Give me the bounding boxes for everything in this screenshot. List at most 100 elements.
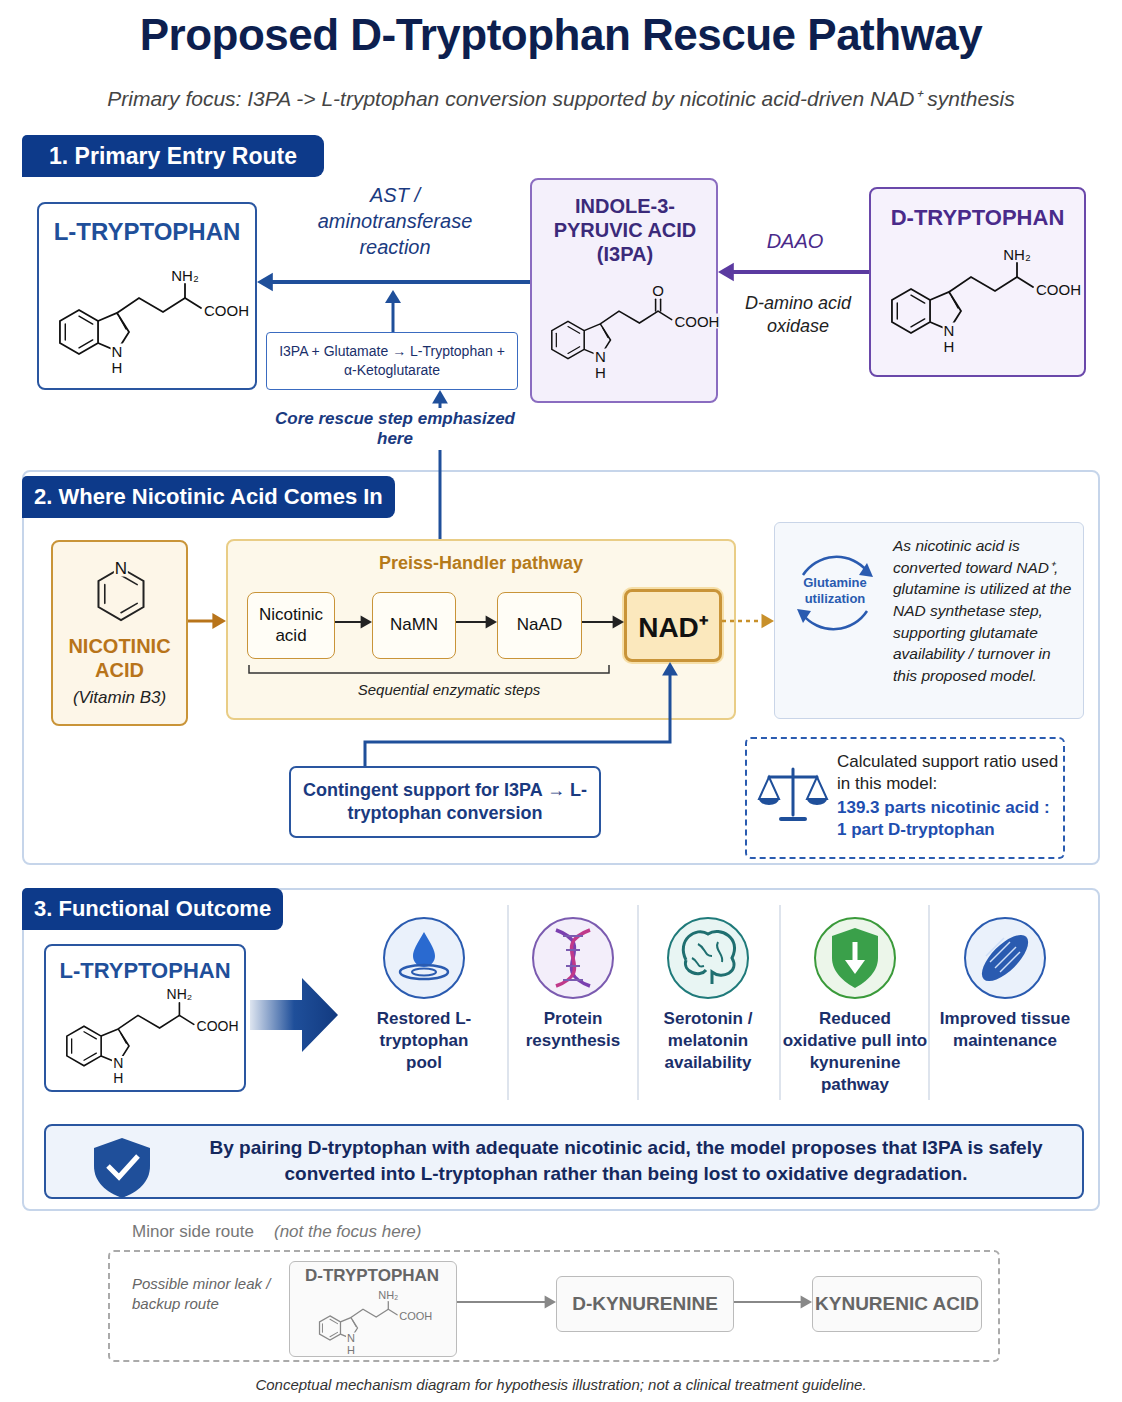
decor-path [556,930,590,986]
node-box: Glutamine utilizationAs nicotinic acid i… [774,522,1084,719]
bond-line [84,1053,96,1060]
node-box: Calculated support ratio used in this mo… [745,737,1065,859]
diagram-title: Proposed D-Tryptophan Rescue Pathway [0,10,1122,60]
decor-polygon [845,960,865,974]
node-text: (Vitamin B3) [53,688,186,708]
bond-line [71,1039,72,1053]
check-mark [108,1156,138,1177]
node-box: Nicotinic acid [247,592,335,659]
connector-label: DAAO [745,230,845,253]
node-box: KYNURENIC ACID [812,1276,982,1332]
connector-line [365,673,670,766]
node-box: NaAD [497,592,582,659]
node-text: Calculated support ratio used in this mo… [837,751,1061,795]
node-text: NAD⁺ [638,607,708,645]
structure-label: H [594,365,607,380]
node-text: 139.3 parts nicotinic acid : 1 part D-tr… [837,797,1063,841]
cycle-arc [803,611,867,629]
bond-line [655,299,657,311]
decor-g [986,938,1020,972]
arrow-head [545,1295,556,1308]
note-label: Improved tissue maintenance [935,1008,1075,1052]
decor-line [507,905,509,1100]
bond-line [330,1332,338,1336]
ring-outline [892,289,930,333]
scale-pans [759,777,827,799]
structure-label: COOH [398,1310,433,1321]
structure-label: NH₂ [170,268,200,283]
node-box: NaMN [372,592,456,659]
node-text: 3. Functional Outcome [22,888,283,930]
arrow-head [212,613,226,629]
connector-line [456,621,488,623]
bond-line [568,347,580,354]
note-label: Restored L-tryptophan pool [364,1008,484,1074]
decor-circle [668,918,748,998]
decor-circle [815,918,895,998]
cycle-head [859,563,873,577]
node-box: INDOLE-3-PYRUVIC ACID (I3PA)OCOOHNH [530,178,718,403]
bond-line [79,316,93,324]
structure-label: N [111,344,124,359]
structure-label: NH₂ [166,987,194,1001]
structure-label: H [943,339,956,354]
note-label: D-amino acid oxidase [742,292,854,339]
arrow-head [718,263,734,281]
node-box: 2. Where Nicotinic Acid Comes InNNICOTIN… [22,470,1100,865]
bond-line [121,603,137,612]
bond-line [603,328,608,337]
bond-line [897,303,898,319]
note-label: Primary focus: I3PA -> L-tryptophan conv… [0,84,1122,112]
connector [335,615,372,628]
decor-g [563,936,583,980]
structure-label: N [943,323,956,338]
bond-line [322,1324,323,1333]
connector-line [722,620,764,623]
node-text: I3PA + Glutamate → L-Tryptophan + α-Keto… [272,342,512,380]
node-text: Glutamine utilization [789,575,881,606]
decor-path [413,932,435,967]
decor-circle [384,918,464,998]
node-box: D-KYNURENINE [556,1276,734,1332]
connector-line [335,621,363,623]
diagram-caption: Conceptual mechanism diagram for hypothe… [0,1376,1122,1393]
bond-line [79,340,93,348]
node-box: I3PA + Glutamate → L-Tryptophan + α-Keto… [266,332,518,390]
ring-outline [320,1316,341,1340]
bond-line [353,1320,356,1326]
bond-line [120,318,126,329]
bond-line [781,817,805,821]
connector [257,273,530,291]
bond-line [184,284,186,298]
connector-line [439,401,442,539]
arrow-head [486,615,497,628]
node-text: NaAD [517,615,562,635]
arrow-head [801,1295,812,1308]
connector-line [731,270,869,274]
bond-line [658,311,672,320]
structure-label: H [346,1345,356,1356]
connector [188,613,226,629]
bond-line [179,1003,181,1016]
bond-line [1016,263,1018,277]
node-text: KYNURENIC ACID [815,1293,979,1315]
arrow-head [762,614,775,629]
note-label: Protein resynthesis [513,1008,633,1052]
decor-path [683,931,734,984]
node-text: Possible minor leak / backup route [132,1274,282,1315]
node-text: NaMN [390,615,438,635]
decor-line [563,935,583,937]
decor-path [692,942,722,966]
decor-line [928,905,930,1100]
bond-line [121,575,137,584]
arrow-head [257,273,273,291]
bond-line [121,1033,126,1043]
connector [432,390,448,539]
shield-down-icon [815,918,895,998]
rescue-up-arrow [385,290,401,332]
note-label: Core rescue step emphasized here [262,408,528,450]
node-text: (not the focus here) [274,1222,421,1242]
connector [734,1295,812,1308]
node-box: L-TRYPTOPHANNH₂COOHNH [37,202,257,390]
